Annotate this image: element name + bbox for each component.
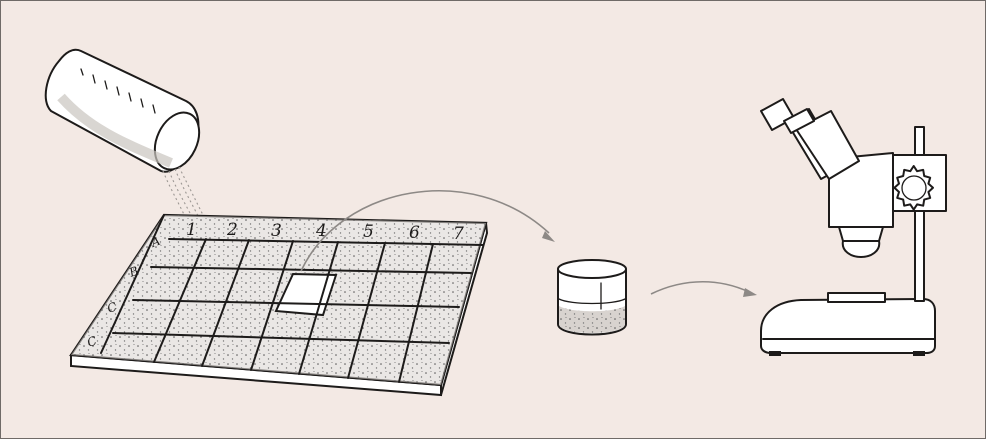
pouring-beaker-icon (46, 50, 208, 227)
stereo-microscope-icon (761, 99, 946, 356)
column-label: 5 (363, 222, 374, 242)
column-label: 2 (226, 220, 238, 240)
column-label: 1 (186, 220, 197, 240)
column-label: 3 (271, 221, 282, 241)
column-label: 7 (453, 224, 464, 244)
column-label: 6 (409, 223, 420, 243)
sample-tray-icon: 1 2 3 4 5 6 7 A B C C (71, 215, 487, 395)
sample-dish-icon (558, 260, 626, 335)
analysis-arrow (651, 282, 757, 297)
column-label: 4 (315, 221, 327, 241)
